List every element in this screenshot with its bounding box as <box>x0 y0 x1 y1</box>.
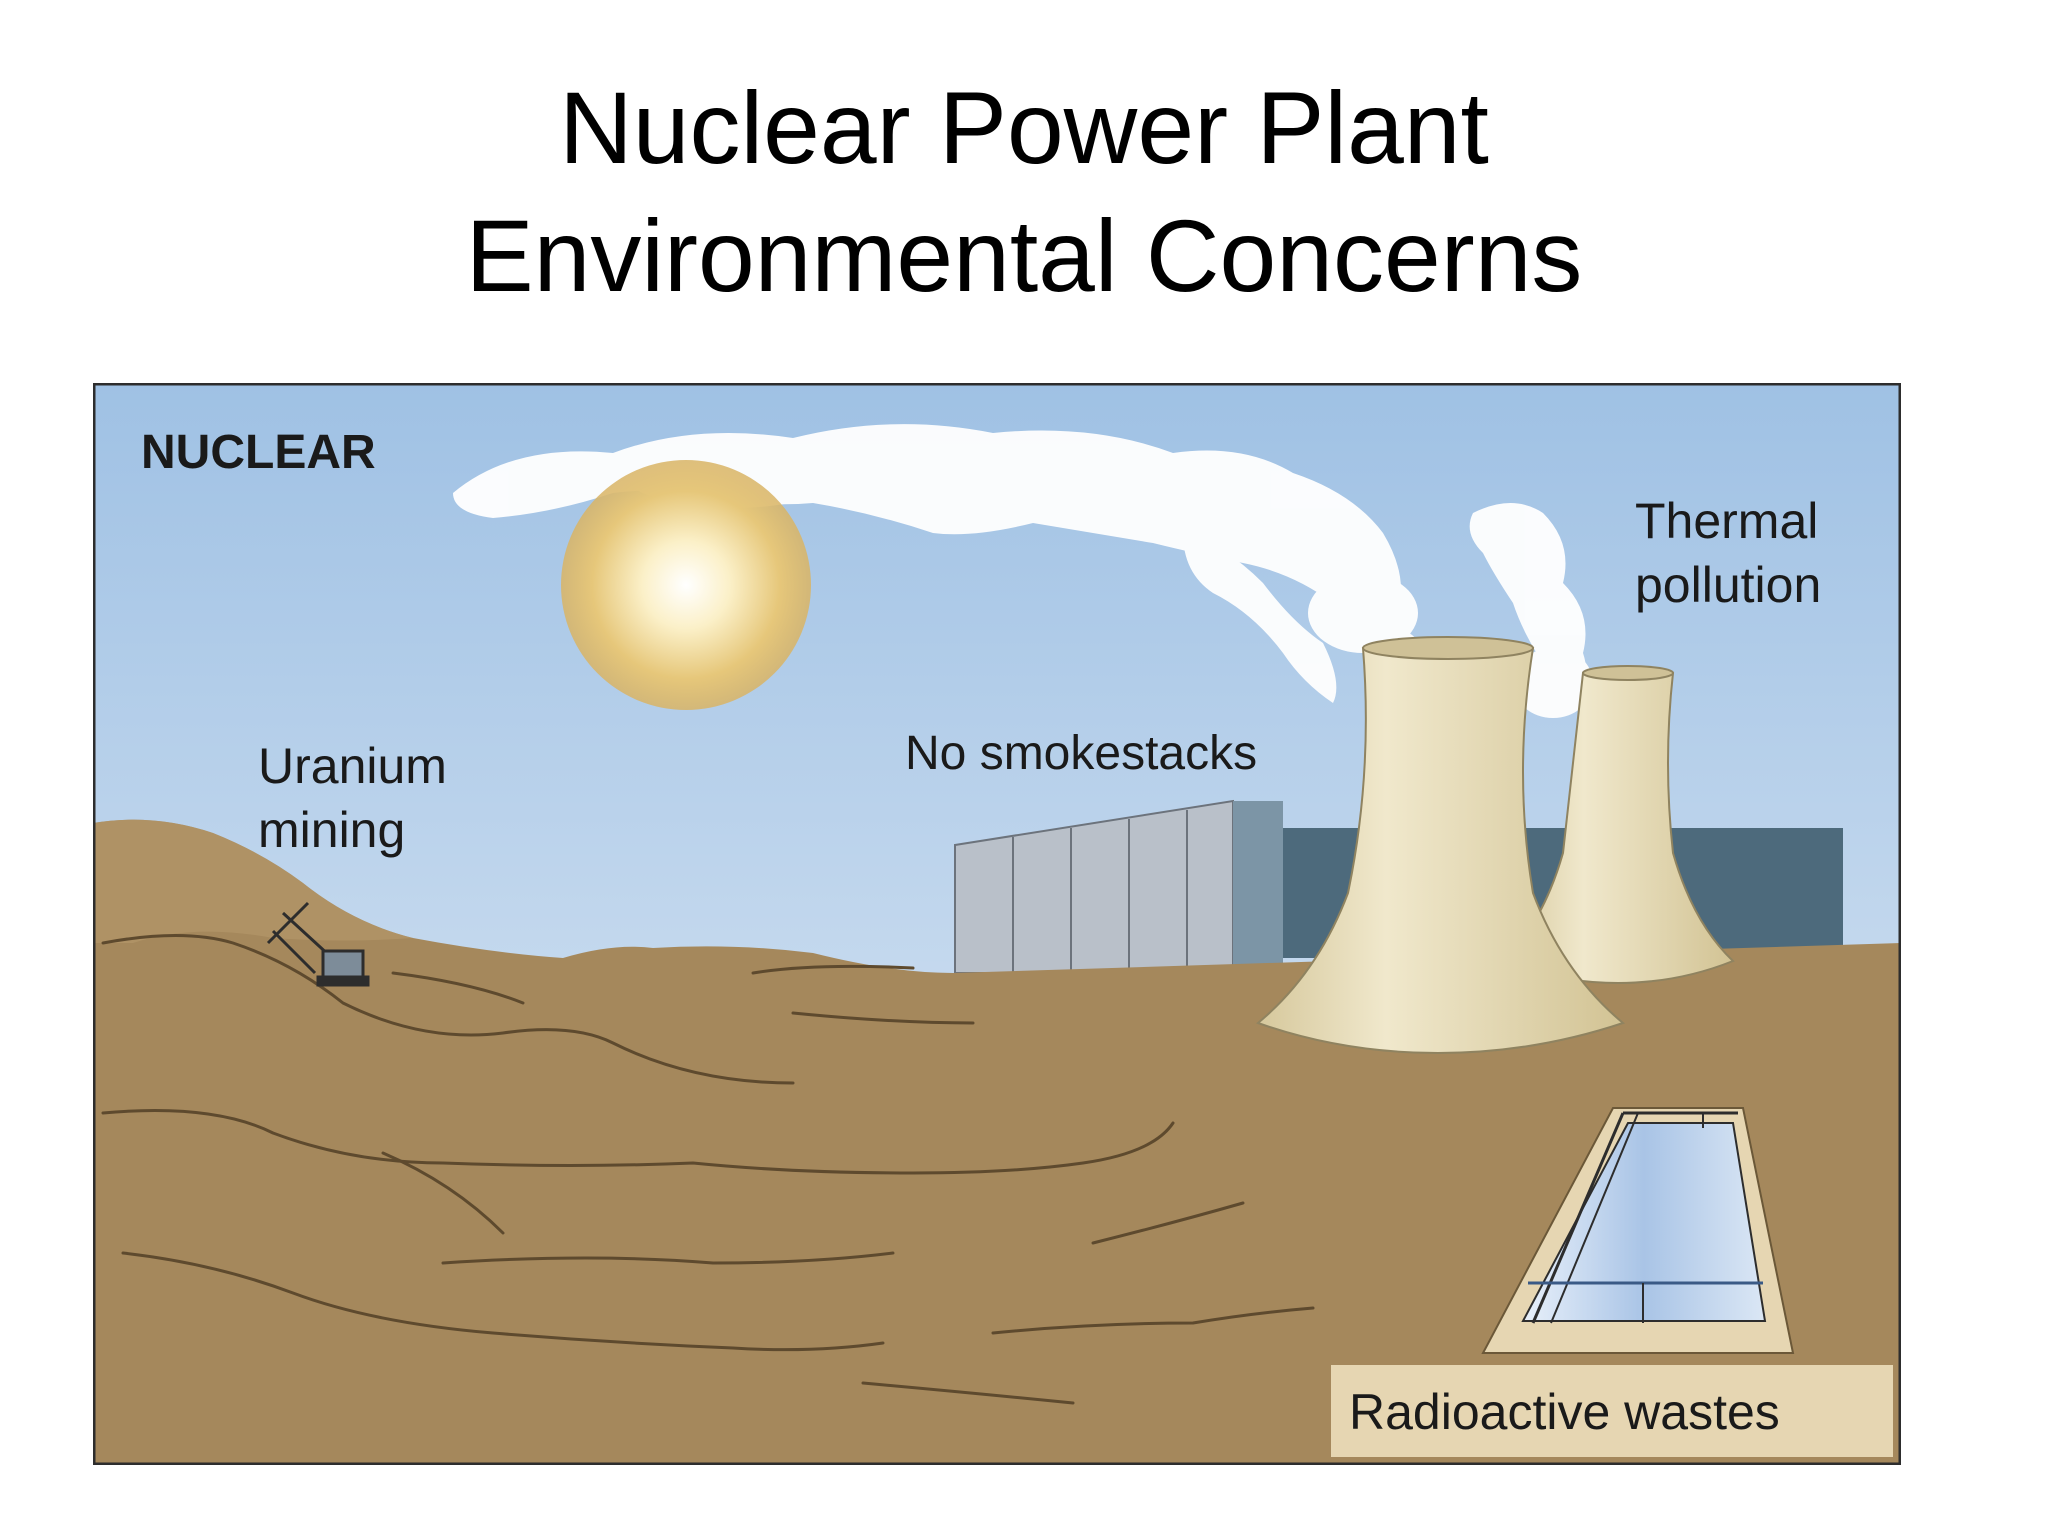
thermal-pollution-label-line-2: pollution <box>1635 557 1821 613</box>
nuclear-heading: NUCLEAR <box>141 426 376 479</box>
slide-title: Nuclear Power Plant Environmental Concer… <box>0 64 2048 320</box>
uranium-mining-label-line-2: mining <box>258 802 405 858</box>
radioactive-wastes-label: Radioactive wastes <box>1349 1384 1780 1440</box>
thermal-pollution-label-line-1: Thermal <box>1635 493 1818 549</box>
no-smokestacks-label: No smokestacks <box>905 727 1257 780</box>
sun <box>561 460 811 710</box>
slide-title-line-1: Nuclear Power Plant <box>0 64 2048 192</box>
illustration-canvas: NUCLEAR Uranium mining No smokestacks Th… <box>93 383 1901 1465</box>
nuclear-illustration: NUCLEAR Uranium mining No smokestacks Th… <box>93 383 1901 1465</box>
slide-title-line-2: Environmental Concerns <box>0 192 2048 320</box>
uranium-mining-label-line-1: Uranium <box>258 738 447 794</box>
